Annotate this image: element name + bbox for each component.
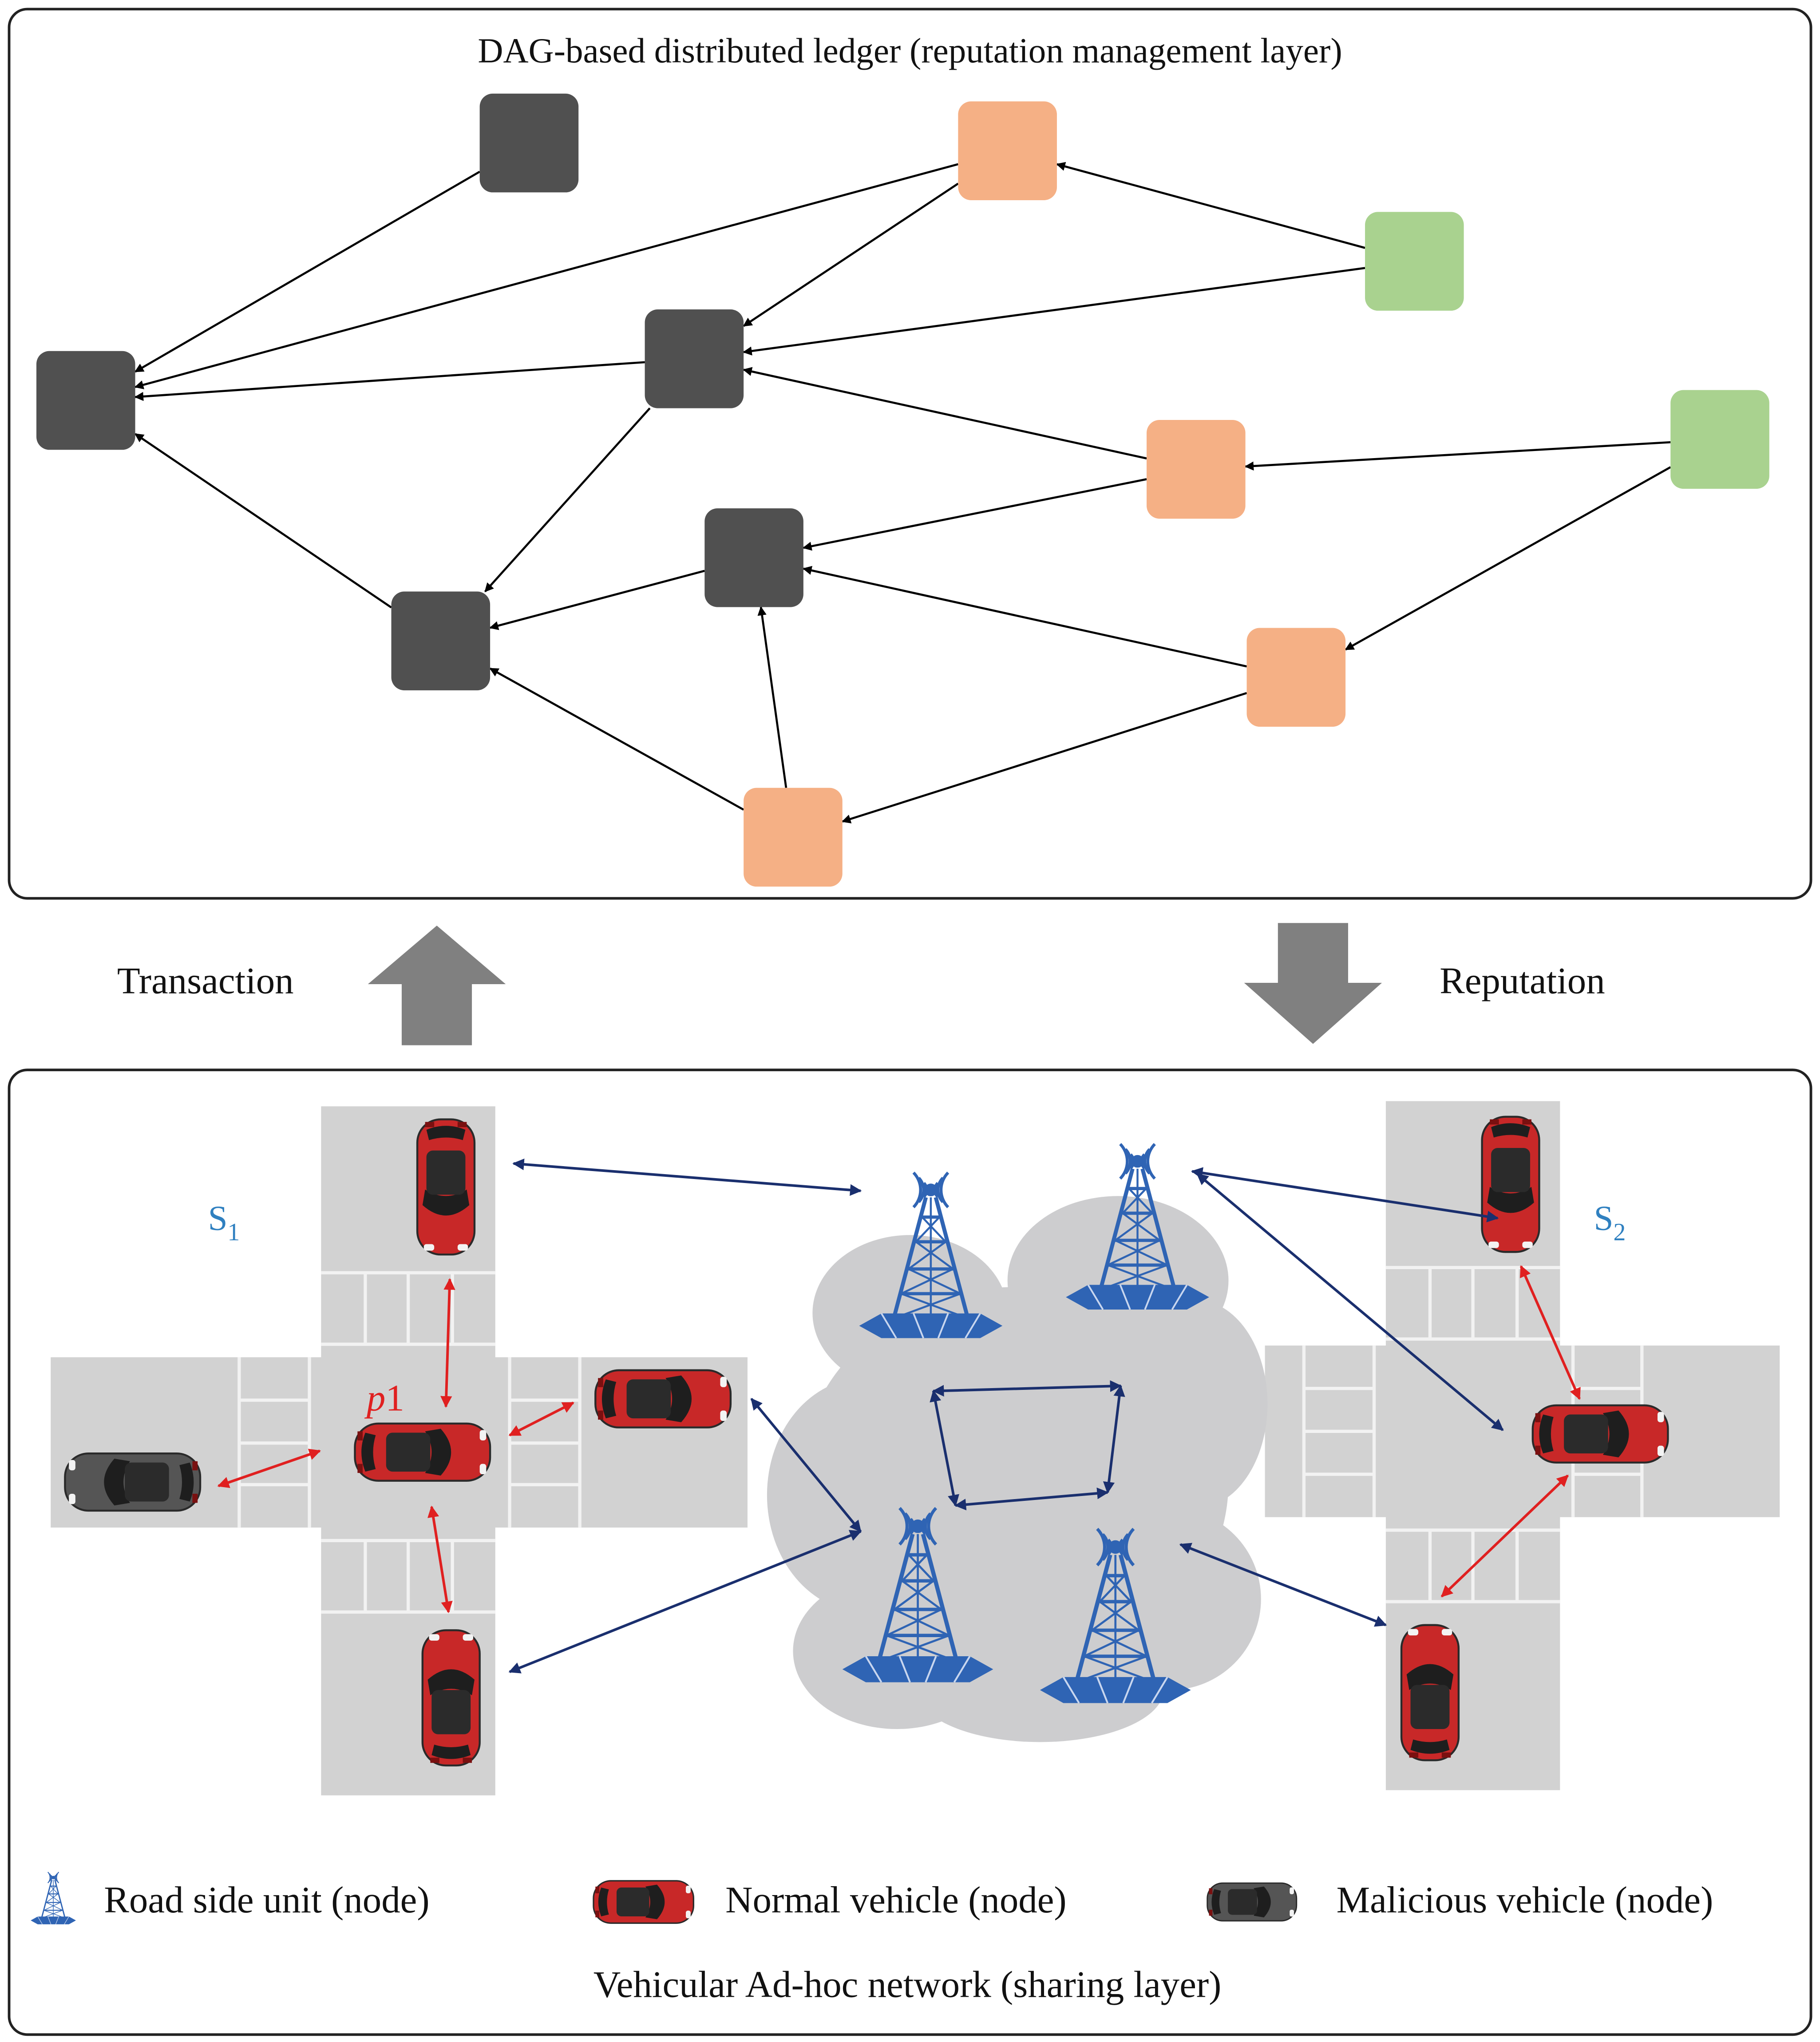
rsu-towers bbox=[842, 1143, 1209, 1704]
dag-blocks bbox=[36, 93, 1769, 887]
legend-rsu-label: Road side unit (node) bbox=[104, 1879, 429, 1921]
dag-edge-b10-to-b3 bbox=[743, 267, 1365, 356]
rsu-tower-1-icon bbox=[859, 1171, 1003, 1339]
v2v-p1-malicious bbox=[217, 1448, 321, 1488]
dag-edge-b7-to-b3 bbox=[743, 367, 1147, 460]
dag-edge-b3-to-b4 bbox=[484, 408, 651, 593]
v2v-p1-bottom bbox=[427, 1505, 453, 1614]
link-s1right-rsu3 bbox=[750, 1398, 862, 1532]
dag-edge-b6-to-b1 bbox=[134, 163, 958, 389]
transaction-arrow-group: Transaction bbox=[117, 926, 506, 1045]
dag-block-tip bbox=[1670, 390, 1769, 489]
dag-edge-b11-to-b8 bbox=[1345, 466, 1671, 651]
legend-malicious-vehicle-icon bbox=[1207, 1882, 1298, 1922]
dag-block-pending bbox=[1246, 628, 1346, 727]
dag-block-pending bbox=[744, 788, 843, 887]
legend-malicious-label: Malicious vehicle (node) bbox=[1337, 1879, 1713, 1921]
normal-vehicle-s2-bottom bbox=[1400, 1624, 1460, 1761]
rsu-tower-4-icon bbox=[1040, 1528, 1191, 1704]
normal-vehicle-s1-right bbox=[594, 1369, 732, 1429]
legend: Road side unit (node) Normal vehicle (no… bbox=[31, 1872, 1713, 1925]
rsu-tower-3-icon bbox=[842, 1507, 993, 1683]
dag-block-confirmed bbox=[479, 93, 579, 193]
reputation-down-arrow bbox=[1244, 923, 1382, 1044]
v2v-links bbox=[217, 1265, 1581, 1614]
dag-block-pending bbox=[1147, 419, 1246, 519]
reputation-arrow-group: Reputation bbox=[1244, 923, 1605, 1044]
v2v-p1-right bbox=[508, 1401, 574, 1437]
link-cloud-top bbox=[932, 1380, 1122, 1397]
legend-rsu-icon bbox=[31, 1872, 76, 1925]
dag-ledger-panel: DAG-based distributed ledger (reputation… bbox=[8, 8, 1812, 900]
dag-edge-b11-to-b7 bbox=[1244, 441, 1671, 471]
rsu-links bbox=[508, 1158, 1504, 1674]
legend-normal-vehicle-icon bbox=[593, 1880, 694, 1924]
v2v-p1-top bbox=[440, 1278, 455, 1408]
link-rsu4-s2bottom bbox=[1179, 1543, 1387, 1627]
dag-block-confirmed bbox=[391, 591, 491, 691]
dag-panel-frame bbox=[8, 8, 1812, 900]
p1-label: p1 bbox=[364, 1377, 404, 1419]
dag-edge-b8-to-b9 bbox=[841, 692, 1247, 823]
legend-malicious-car bbox=[1207, 1882, 1298, 1922]
dag-edge-b5-to-b4 bbox=[489, 570, 705, 630]
link-s1top-rsu1 bbox=[512, 1158, 862, 1196]
normal-vehicle-s1-top bbox=[416, 1118, 476, 1256]
dag-edge-b7-to-b5 bbox=[802, 478, 1147, 551]
transaction-label: Transaction bbox=[117, 960, 294, 1001]
dag-edge-b4-to-b1 bbox=[134, 433, 392, 609]
normal-vehicle-s2-top bbox=[1481, 1116, 1540, 1253]
link-cloud-right bbox=[1103, 1385, 1125, 1494]
legend-normal-label: Normal vehicle (node) bbox=[725, 1879, 1067, 1921]
v2v-s2-bottom bbox=[1440, 1474, 1569, 1598]
link-cloud-bottom bbox=[954, 1487, 1109, 1511]
dag-block-confirmed bbox=[645, 309, 744, 408]
normal-vehicle-p1 bbox=[354, 1422, 491, 1482]
vanet-panel-title: Vehicular Ad-hoc network (sharing layer) bbox=[593, 1963, 1222, 2005]
dag-block-pending bbox=[958, 101, 1057, 201]
vanet-panel: S1 S2 p1 Road side unit (node) Normal ve… bbox=[8, 1068, 1812, 2036]
dag-edge-b8-to-b5 bbox=[802, 566, 1247, 668]
zone-s1-label: S1 bbox=[208, 1199, 240, 1246]
link-rsu3-s1bottom bbox=[508, 1530, 862, 1674]
dag-panel-title: DAG-based distributed ledger (reputation… bbox=[478, 32, 1342, 71]
zone-s2-label: S2 bbox=[1594, 1199, 1626, 1246]
dag-edge-b10-to-b6 bbox=[1056, 162, 1365, 249]
reputation-label: Reputation bbox=[1440, 960, 1605, 1001]
network-cloud bbox=[767, 1196, 1268, 1742]
dag-edge-b9-to-b4 bbox=[489, 667, 744, 811]
dag-edge-b2-to-b1 bbox=[134, 170, 480, 373]
normal-vehicle-s1-bottom bbox=[421, 1629, 481, 1767]
link-rsu2-s2center bbox=[1196, 1173, 1504, 1431]
dag-block-confirmed bbox=[704, 508, 803, 607]
malicious-vehicle-s1-left bbox=[64, 1452, 202, 1512]
dag-block-confirmed bbox=[36, 351, 135, 450]
dag-edges bbox=[134, 162, 1671, 823]
dag-block-tip bbox=[1365, 212, 1464, 311]
normal-vehicle-s2-center bbox=[1531, 1404, 1669, 1464]
legend-rsu-tower-icon bbox=[31, 1872, 76, 1925]
link-cloud-left bbox=[930, 1390, 959, 1507]
dag-edge-b3-to-b1 bbox=[134, 361, 645, 401]
rsu-tower-2-icon bbox=[1066, 1143, 1209, 1310]
s1-crosswalks bbox=[237, 1271, 582, 1614]
dag-edge-b6-to-b3 bbox=[743, 182, 959, 327]
v2v-s2-top bbox=[1519, 1265, 1581, 1400]
dag-edge-b9-to-b5 bbox=[757, 606, 787, 788]
transaction-up-arrow bbox=[368, 926, 506, 1045]
legend-normal-car bbox=[593, 1880, 694, 1924]
